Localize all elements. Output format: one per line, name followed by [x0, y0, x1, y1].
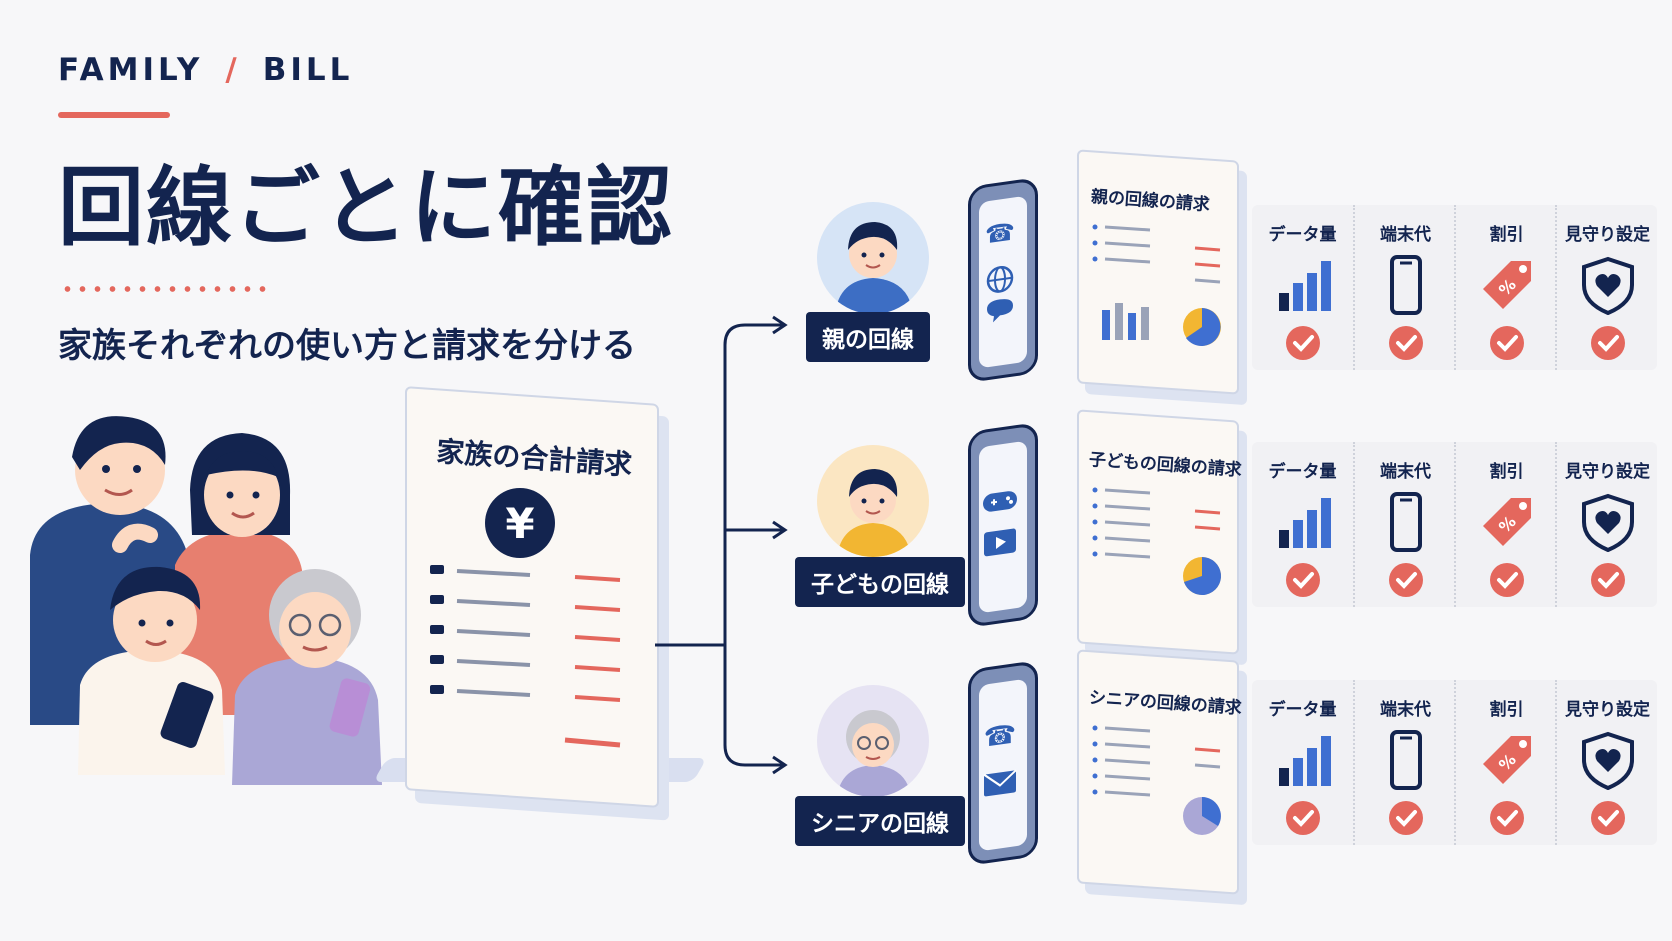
yen-icon: ¥ [485, 488, 555, 558]
discount-tag-icon: % [1482, 736, 1531, 784]
feature-discount-label: 割引 [1489, 700, 1524, 720]
bill-card-graphics-senior [1092, 725, 1221, 835]
feature-guard-child: 見守り設定 [1555, 442, 1658, 607]
signal-bars-icon [1278, 736, 1331, 786]
check-icon [1489, 801, 1524, 835]
shield-heart-icon [1581, 731, 1634, 790]
check-icon [1590, 563, 1625, 597]
line-label-senior[interactable]: シニアの回線 [795, 796, 965, 846]
feature-device-label: 端末代 [1380, 225, 1431, 245]
phone-apps-parent: ☎ [985, 217, 1015, 323]
phone-senior: ☎ [968, 660, 1038, 866]
bill-card-graphics-child [1092, 487, 1222, 595]
connector-arrows [655, 315, 788, 775]
eyebrow-bill: BILL [262, 52, 354, 88]
feature-discount-label: 割引 [1489, 462, 1524, 482]
check-icon [1489, 563, 1524, 597]
check-icon [1590, 326, 1625, 360]
bill-card-graphics-parent [1092, 224, 1221, 346]
feature-data-parent: データ量 [1252, 205, 1353, 370]
avatar-child [817, 445, 929, 557]
feature-data-senior: データ量 [1252, 680, 1353, 845]
family-illustration [30, 416, 382, 785]
eyebrow-family: FAMILY [58, 52, 204, 88]
feature-data-label: データ量 [1268, 700, 1337, 720]
feature-guard-parent: 見守り設定 [1555, 205, 1658, 370]
feature-data-label: データ量 [1268, 225, 1337, 245]
phone-apps-senior: ☎ [983, 719, 1017, 797]
feature-device-senior: 端末代 [1353, 680, 1456, 845]
phone-apps-child [983, 491, 1017, 557]
chat-icon [987, 299, 1013, 323]
feature-discount-label: 割引 [1489, 225, 1524, 245]
eyebrow-slash: / [225, 52, 241, 88]
check-icon [1285, 801, 1320, 835]
smartphone-icon [1389, 255, 1422, 315]
discount-tag-icon: % [1482, 498, 1531, 546]
check-icon [1388, 326, 1423, 360]
feature-guard-label: 見守り設定 [1565, 225, 1650, 245]
discount-tag-icon: % [1482, 261, 1531, 309]
feature-data-label: データ量 [1268, 462, 1337, 482]
accent-bar [58, 112, 170, 118]
feature-discount-senior: 割引 % [1454, 680, 1557, 845]
feature-device-parent: 端末代 [1353, 205, 1456, 370]
bill-rows [430, 565, 621, 748]
signal-bars-icon [1278, 498, 1331, 548]
feature-panel-parent: データ量 端末代 割引 % 見守り設定 [1252, 205, 1657, 370]
feature-guard-label: 見守り設定 [1565, 700, 1650, 720]
line-label-child[interactable]: 子どもの回線 [795, 557, 965, 607]
phone-parent: ☎ [968, 177, 1038, 383]
check-icon [1285, 563, 1320, 597]
smartphone-icon [1389, 492, 1422, 552]
avatar-senior [817, 685, 929, 797]
page-subtitle: 家族それぞれの使い方と請求を分ける [58, 326, 636, 366]
shield-heart-icon [1581, 256, 1634, 315]
phone-call-icon: ☎ [985, 217, 1015, 249]
eyebrow: FAMILY / BILL [58, 52, 353, 88]
feature-panel-senior: データ量 端末代 割引 % 見守り設定 [1252, 680, 1657, 845]
grandmother-figure [232, 569, 382, 785]
line-label-parent[interactable]: 親の回線 [806, 312, 930, 362]
feature-device-label: 端末代 [1380, 462, 1431, 482]
feature-data-child: データ量 [1252, 442, 1353, 607]
feature-panel-child: データ量 端末代 割引 % 見守り設定 [1252, 442, 1657, 607]
check-icon [1590, 801, 1625, 835]
bill-line-items [430, 565, 621, 748]
shield-heart-icon [1581, 493, 1634, 552]
dotted-divider [60, 286, 270, 292]
check-icon [1388, 563, 1423, 597]
signal-bars-icon [1278, 261, 1331, 311]
page-title: 回線ごとに確認 [58, 158, 674, 258]
check-icon [1489, 326, 1524, 360]
check-icon [1285, 326, 1320, 360]
feature-guard-senior: 見守り設定 [1555, 680, 1658, 845]
feature-device-label: 端末代 [1380, 700, 1431, 720]
phone-child [968, 422, 1038, 628]
avatar-parent [817, 202, 929, 314]
check-icon [1388, 801, 1423, 835]
feature-discount-child: 割引 % [1454, 442, 1557, 607]
feature-discount-parent: 割引 % [1454, 205, 1557, 370]
boy-figure [78, 566, 225, 775]
feature-guard-label: 見守り設定 [1565, 462, 1650, 482]
feature-device-child: 端末代 [1353, 442, 1456, 607]
phone-call-icon: ☎ [984, 719, 1016, 753]
smartphone-icon [1389, 730, 1422, 790]
